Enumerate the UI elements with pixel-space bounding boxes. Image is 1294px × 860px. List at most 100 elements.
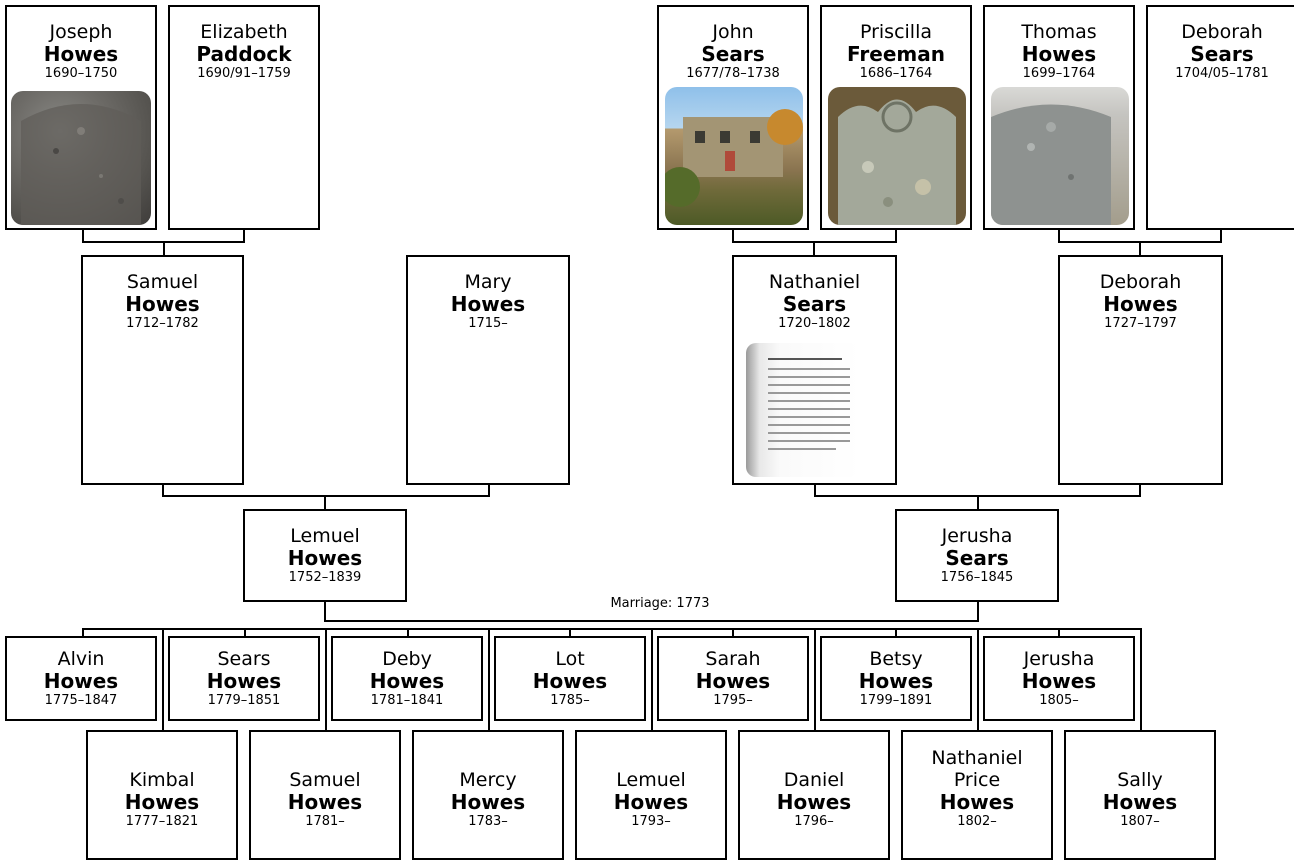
life-dates: 1795– bbox=[713, 693, 753, 708]
child-box-sears-howes[interactable]: Sears Howes 1779–1851 bbox=[168, 636, 320, 721]
life-dates: 1727–1797 bbox=[1104, 316, 1177, 331]
person-box-joseph-howes[interactable]: Joseph Howes 1690–1750 bbox=[5, 5, 157, 230]
life-dates: 1783– bbox=[468, 814, 508, 829]
life-dates: 1775–1847 bbox=[44, 693, 118, 708]
surname: Howes bbox=[43, 669, 119, 693]
given-name: Jerusha bbox=[1023, 648, 1095, 670]
life-dates: 1796– bbox=[794, 814, 834, 829]
person-box-elizabeth-paddock[interactable]: Elizabeth Paddock 1690/91–1759 bbox=[168, 5, 320, 230]
person-box-thomas-howes[interactable]: Thomas Howes 1699–1764 bbox=[983, 5, 1135, 230]
connector-line bbox=[243, 228, 245, 243]
life-dates: 1802– bbox=[957, 814, 997, 829]
child-box-jerusha-howes[interactable]: Jerusha Howes 1805– bbox=[983, 636, 1135, 721]
gravestone-photo[interactable] bbox=[828, 87, 966, 225]
connector-line bbox=[488, 483, 490, 497]
surname: Sears bbox=[1190, 42, 1254, 66]
child-box-daniel-howes[interactable]: Daniel Howes 1796– bbox=[738, 730, 890, 860]
connector-line bbox=[82, 228, 84, 243]
surname: Howes bbox=[1102, 790, 1178, 814]
life-dates: 1807– bbox=[1120, 814, 1160, 829]
surname: Sears bbox=[945, 546, 1009, 570]
surname: Howes bbox=[450, 292, 526, 316]
child-box-betsy-howes[interactable]: Betsy Howes 1799–1891 bbox=[820, 636, 972, 721]
life-dates: 1779–1851 bbox=[207, 693, 281, 708]
surname: Howes bbox=[858, 669, 934, 693]
connector-line bbox=[162, 495, 490, 497]
person-box-jerusha-sears[interactable]: Jerusha Sears 1756–1845 bbox=[895, 509, 1059, 602]
connector-line bbox=[895, 228, 897, 243]
connector-line bbox=[977, 628, 979, 732]
life-dates: 1756–1845 bbox=[940, 570, 1014, 585]
life-dates: 1793– bbox=[631, 814, 671, 829]
given-name: Mercy bbox=[459, 769, 517, 791]
child-box-nathaniel-price-howes[interactable]: Nathaniel Price Howes 1802– bbox=[901, 730, 1053, 860]
person-box-lemuel-howes[interactable]: Lemuel Howes 1752–1839 bbox=[243, 509, 407, 602]
surname: Howes bbox=[613, 790, 689, 814]
given-name: Thomas bbox=[1021, 21, 1097, 43]
life-dates: 1677/78–1738 bbox=[686, 66, 780, 81]
surname: Howes bbox=[1021, 42, 1097, 66]
person-box-mary-howes[interactable]: Mary Howes 1715– bbox=[406, 255, 570, 485]
given-name: Samuel bbox=[126, 271, 199, 293]
given-name: Lemuel bbox=[290, 525, 360, 547]
life-dates: 1785– bbox=[550, 693, 590, 708]
document-photo[interactable] bbox=[746, 343, 860, 477]
marriage-line bbox=[977, 600, 979, 622]
person-box-samuel-howes[interactable]: Samuel Howes 1712–1782 bbox=[81, 255, 244, 485]
given-name: Jerusha bbox=[941, 525, 1013, 547]
child-box-mercy-howes[interactable]: Mercy Howes 1783– bbox=[412, 730, 564, 860]
life-dates: 1781– bbox=[305, 814, 345, 829]
connector-line bbox=[162, 628, 164, 732]
connector-line bbox=[162, 483, 164, 497]
child-box-lot-howes[interactable]: Lot Howes 1785– bbox=[494, 636, 646, 721]
life-dates: 1690/91–1759 bbox=[197, 66, 291, 81]
surname: Howes bbox=[776, 790, 852, 814]
gravestone-photo[interactable] bbox=[991, 87, 1129, 225]
connector-line bbox=[651, 628, 653, 732]
life-dates: 1699–1764 bbox=[1022, 66, 1096, 81]
connector-line bbox=[814, 628, 816, 732]
connector-line bbox=[1220, 228, 1222, 243]
surname: Howes bbox=[1103, 292, 1178, 316]
given-name: Lemuel bbox=[616, 769, 686, 791]
house-photo[interactable] bbox=[665, 87, 803, 225]
connector-line bbox=[324, 495, 326, 511]
given-name: Betsy bbox=[869, 648, 923, 670]
surname: Howes bbox=[287, 790, 363, 814]
surname: Freeman bbox=[847, 42, 945, 66]
life-dates: 1777–1821 bbox=[125, 814, 199, 829]
connector-line bbox=[1140, 628, 1142, 732]
surname: Paddock bbox=[196, 42, 292, 66]
child-box-sally-howes[interactable]: Sally Howes 1807– bbox=[1064, 730, 1216, 860]
person-box-john-sears[interactable]: John Sears 1677/78–1738 bbox=[657, 5, 809, 230]
surname: Howes bbox=[369, 669, 445, 693]
house-image bbox=[665, 109, 803, 207]
surname: Howes bbox=[695, 669, 771, 693]
connector-line bbox=[244, 628, 246, 638]
person-box-deborah-sears[interactable]: Deborah Sears 1704/05–1781 bbox=[1146, 5, 1294, 230]
given-name: Nathaniel Price bbox=[931, 747, 1023, 791]
children-bus-line bbox=[82, 628, 1142, 630]
connector-line bbox=[488, 628, 490, 732]
child-box-samuel-howes[interactable]: Samuel Howes 1781– bbox=[249, 730, 401, 860]
gravestone-photo[interactable] bbox=[11, 91, 151, 225]
person-box-deborah-howes[interactable]: Deborah Howes 1727–1797 bbox=[1058, 255, 1223, 485]
child-box-lemuel-howes[interactable]: Lemuel Howes 1793– bbox=[575, 730, 727, 860]
person-box-nathaniel-sears[interactable]: Nathaniel Sears 1720–1802 bbox=[732, 255, 897, 485]
surname: Sears bbox=[701, 42, 765, 66]
surname: Howes bbox=[532, 669, 608, 693]
given-name: Kimbal bbox=[129, 769, 195, 791]
child-box-sarah-howes[interactable]: Sarah Howes 1795– bbox=[657, 636, 809, 721]
child-box-alvin-howes[interactable]: Alvin Howes 1775–1847 bbox=[5, 636, 157, 721]
given-name: Sally bbox=[1117, 769, 1163, 791]
given-name: Alvin bbox=[57, 648, 105, 670]
life-dates: 1704/05–1781 bbox=[1175, 66, 1269, 81]
given-name: Sarah bbox=[705, 648, 761, 670]
connector-line bbox=[977, 495, 979, 511]
connector-line bbox=[1139, 241, 1141, 257]
life-dates: 1799–1891 bbox=[859, 693, 933, 708]
given-name: Sears bbox=[217, 648, 271, 670]
life-dates: 1781–1841 bbox=[370, 693, 444, 708]
child-box-deby-howes[interactable]: Deby Howes 1781–1841 bbox=[331, 636, 483, 721]
person-box-priscilla-freeman[interactable]: Priscilla Freeman 1686–1764 bbox=[820, 5, 972, 230]
